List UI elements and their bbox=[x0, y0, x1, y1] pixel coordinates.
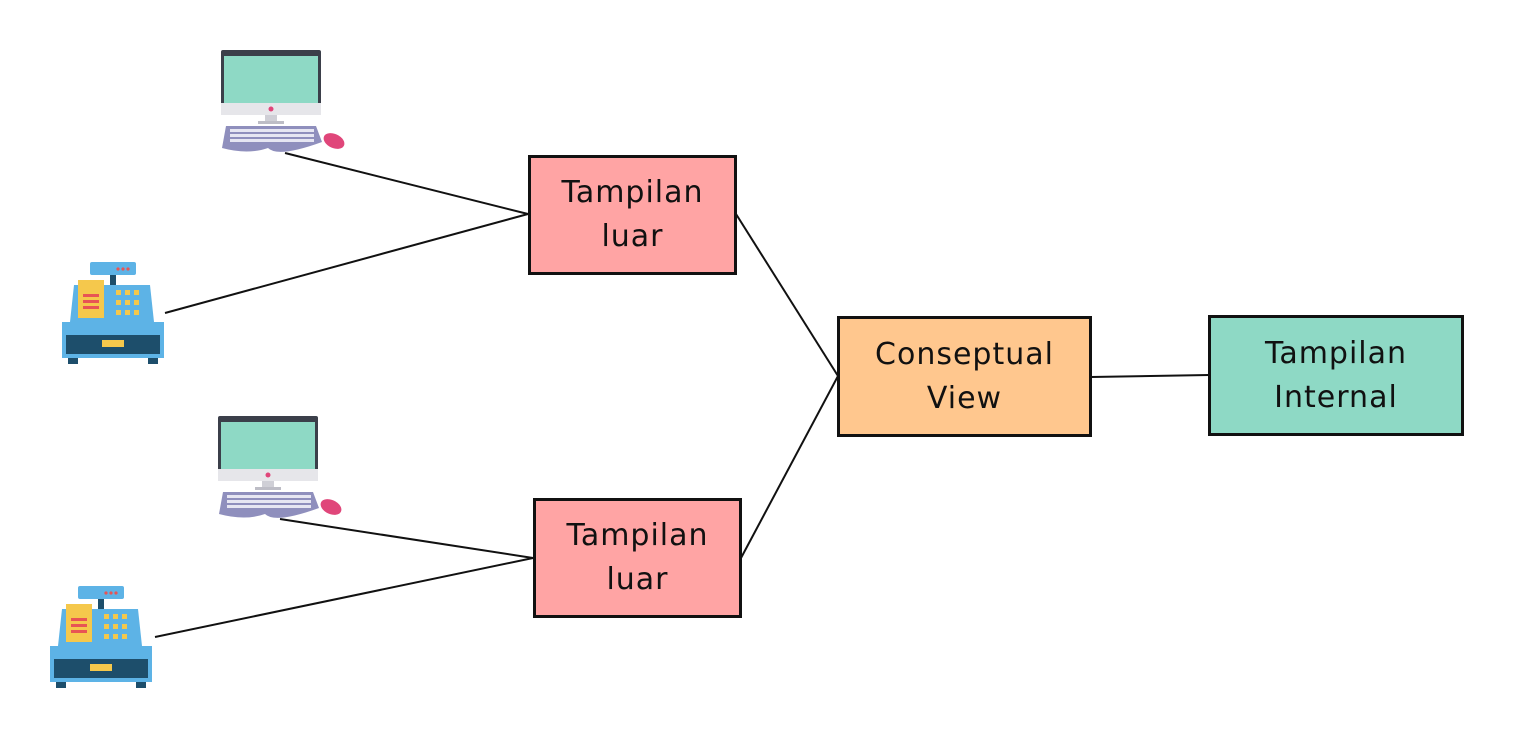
external-view-box-top: Tampilan luar bbox=[528, 155, 737, 275]
internal-view-box: Tampilan Internal bbox=[1208, 315, 1464, 436]
edge-register2-to-external-bottom bbox=[154, 557, 534, 638]
internal-view-label: Tampilan Internal bbox=[1264, 335, 1408, 415]
edge-external-bottom-to-conceptual bbox=[740, 375, 839, 559]
desktop-computer-icon bbox=[218, 416, 342, 518]
external-view-label: Tampilan luar bbox=[566, 518, 709, 597]
edge-computer1-to-external-top bbox=[284, 152, 529, 215]
conceptual-view-box: Conseptual View bbox=[837, 316, 1092, 437]
external-view-box-bottom: Tampilan luar bbox=[533, 498, 742, 618]
edge-external-top-to-conceptual bbox=[735, 213, 839, 377]
edge-computer2-to-external-bottom bbox=[279, 518, 534, 559]
connector-lines bbox=[154, 152, 1210, 638]
cash-register-icon bbox=[62, 262, 164, 364]
edge-conceptual-to-internal bbox=[1090, 374, 1210, 378]
cash-register-icon bbox=[50, 586, 152, 688]
desktop-computer-icon bbox=[221, 50, 345, 152]
conceptual-view-label: Conseptual View bbox=[875, 336, 1054, 416]
edge-register1-to-external-top bbox=[164, 213, 529, 314]
external-view-label: Tampilan luar bbox=[561, 175, 704, 254]
